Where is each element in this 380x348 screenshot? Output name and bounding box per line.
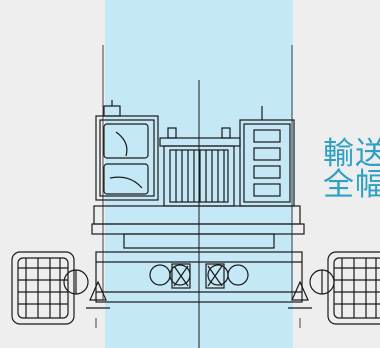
operator-cab: [95, 100, 159, 201]
winch-drum: [159, 127, 241, 207]
transport-label: 輸送: [323, 136, 380, 172]
left-jack: [86, 280, 110, 309]
right-crawler-track: [309, 251, 380, 325]
right-jack: [288, 280, 312, 309]
width-label: 全幅: [323, 167, 380, 203]
crane-drawing: [11, 45, 380, 348]
left-crawler-track: [11, 251, 89, 325]
car-body: [95, 251, 303, 303]
